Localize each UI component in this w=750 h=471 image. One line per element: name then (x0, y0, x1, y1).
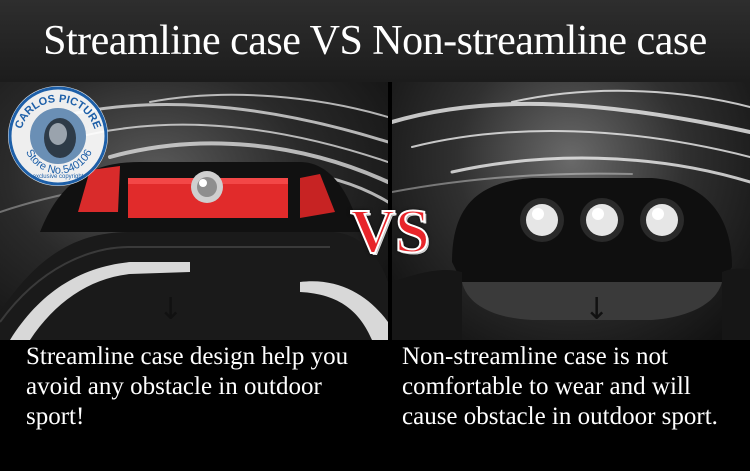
non-streamline-caption: Non-streamline case is not comfortable t… (402, 343, 718, 430)
streamline-watch-illustration (0, 93, 388, 340)
panel-divider (388, 82, 392, 340)
non-streamline-watch-illustration (392, 89, 750, 340)
non-streamline-case-photo: ↓ (392, 82, 750, 340)
streamline-caption: Streamline case design help you avoid an… (26, 343, 349, 430)
down-arrow-icon: ↓ (584, 292, 610, 327)
vs-badge: VS (349, 197, 430, 267)
carlos-picture-watermark-stamp: CARLOS PICTURE Store No.540106 exclusive… (4, 82, 112, 190)
down-arrow-icon: ↓ (158, 292, 184, 327)
title-bar: Streamline case VS Non-streamline case (0, 0, 750, 82)
page-title: Streamline case VS Non-streamline case (43, 18, 707, 64)
watermark-sub-text: exclusive copyright (33, 174, 84, 180)
streamline-case-photo: ↓ (0, 82, 388, 340)
